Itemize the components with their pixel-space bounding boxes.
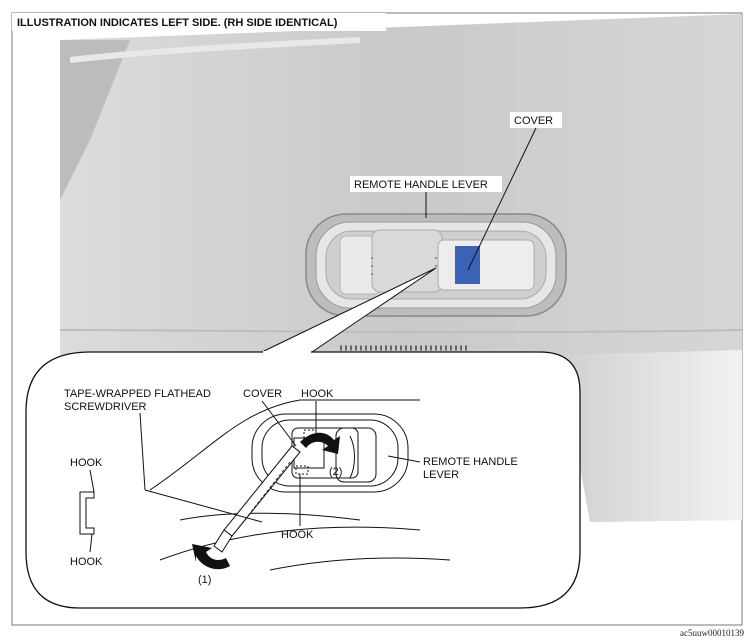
step1-arrow-icon	[192, 544, 230, 570]
cover-highlight	[455, 246, 480, 284]
main-view-labels: COVER REMOTE HANDLE LEVER	[350, 112, 562, 271]
hook-profile-top-label: HOOK	[70, 457, 103, 469]
detail-lever-label-line1: REMOTE HANDLE	[423, 456, 518, 468]
figure-id: ac5uuw00010139	[680, 628, 744, 638]
hook-profile-bottom-label: HOOK	[70, 556, 103, 568]
tool-label-line1: TAPE-WRAPPED FLATHEAD	[64, 388, 211, 400]
step1-label: (1)	[198, 574, 211, 586]
header-note-text: ILLUSTRATION INDICATES LEFT SIDE. (RH SI…	[17, 17, 338, 29]
detail-lever-label-line2: LEVER	[423, 469, 459, 481]
detail-cover-label: COVER	[243, 388, 282, 400]
tool-label-line2: SCREWDRIVER	[64, 401, 147, 413]
header-note: ILLUSTRATION INDICATES LEFT SIDE. (RH SI…	[12, 13, 386, 31]
step2-label: (2)	[329, 466, 342, 478]
remote-handle-lever-label: REMOTE HANDLE LEVER	[354, 179, 488, 191]
hook-top-label: HOOK	[301, 388, 334, 400]
hook-bottom-label: HOOK	[281, 529, 314, 541]
remote-handle-lever	[437, 239, 535, 291]
detail-labels: TAPE-WRAPPED FLATHEAD SCREWDRIVER COVER …	[64, 388, 518, 586]
screwdriver-icon	[213, 445, 301, 553]
detail-bubble	[25, 351, 581, 609]
cover-label: COVER	[514, 115, 553, 127]
hook-profile: HOOK HOOK	[70, 457, 103, 568]
remote-handle-assembly	[305, 213, 567, 317]
step2-arrow-icon	[300, 432, 340, 454]
